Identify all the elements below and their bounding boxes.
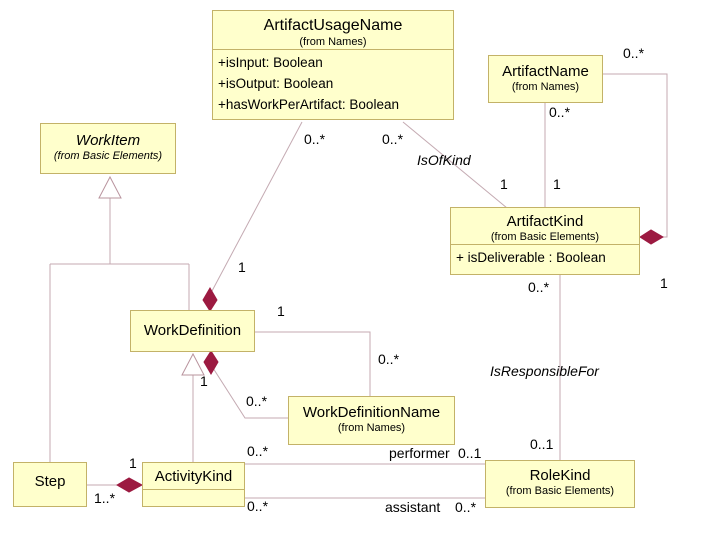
class-package: (from Basic Elements) xyxy=(53,150,163,162)
multiplicity-label: 0..* xyxy=(378,351,400,367)
multiplicity-label: 1 xyxy=(500,176,508,192)
class-title: RoleKind xyxy=(529,467,591,484)
class-package: (from Basic Elements) xyxy=(505,485,615,497)
association-name-isofkind: IsOfKind xyxy=(417,152,471,168)
association-name-isresponsiblefor: IsResponsibleFor xyxy=(490,363,599,379)
class-package: (from Basic Elements) xyxy=(490,231,600,243)
class-title: WorkDefinition xyxy=(143,322,242,339)
class-attribute: +isOutput: Boolean xyxy=(218,76,334,91)
multiplicity-label: 1 xyxy=(277,303,285,319)
class-title: ArtifactKind xyxy=(506,213,584,230)
class-work-definition: WorkDefinition xyxy=(130,310,255,352)
class-work-definition-name: WorkDefinitionName (from Names) xyxy=(288,396,455,445)
class-artifact-kind: ArtifactKind (from Basic Elements) + isD… xyxy=(450,207,640,275)
class-package: (from Names) xyxy=(337,422,406,434)
empty-attribute-compartment xyxy=(143,489,244,506)
class-package: (from Names) xyxy=(299,36,367,48)
class-work-item: WorkItem (from Basic Elements) xyxy=(40,123,176,174)
class-attribute: +isInput: Boolean xyxy=(218,55,323,70)
multiplicity-label: 1 xyxy=(553,176,561,192)
class-attribute: +hasWorkPerArtifact: Boolean xyxy=(218,97,399,112)
composition-diamond-activitykind-step xyxy=(116,477,144,493)
multiplicity-label: 0..* xyxy=(455,499,477,515)
class-activity-kind: ActivityKind xyxy=(142,462,245,507)
class-artifact-name: ArtifactName (from Names) xyxy=(488,55,603,103)
multiplicity-label: 0..* xyxy=(246,393,268,409)
multiplicity-label: 1 xyxy=(129,455,137,471)
class-title: Step xyxy=(34,473,66,490)
edge-workdef-usage xyxy=(211,121,303,292)
class-title: ArtifactUsageName xyxy=(263,17,403,34)
composition-diamond-workdef-usage xyxy=(202,287,218,312)
edge-workdef-comp-defname xyxy=(212,367,288,419)
class-attribute: + isDeliverable : Boolean xyxy=(456,250,606,265)
multiplicity-label: 1 xyxy=(238,259,246,275)
multiplicity-label: 0..* xyxy=(623,45,645,61)
class-artifact-usage-name: ArtifactUsageName (from Names) +isInput:… xyxy=(212,10,454,120)
edge-workdef-defname-assoc xyxy=(255,331,371,396)
multiplicity-label: 0..* xyxy=(247,443,269,459)
multiplicity-label: 1 xyxy=(200,373,208,389)
multiplicity-label: 0..1 xyxy=(458,445,482,461)
class-title: WorkItem xyxy=(75,132,141,149)
multiplicity-label: 0..* xyxy=(382,131,404,147)
multiplicity-label: 0..1 xyxy=(530,436,554,452)
generalization-triangle-workdefinition xyxy=(181,352,205,376)
multiplicity-label: 0..* xyxy=(549,104,571,120)
role-name-performer: performer xyxy=(389,445,450,461)
class-role-kind: RoleKind (from Basic Elements) xyxy=(485,460,635,508)
class-title: ArtifactName xyxy=(502,63,589,80)
role-name-assistant: assistant xyxy=(385,499,441,515)
multiplicity-label: 0..* xyxy=(304,131,326,147)
composition-diamond-artifactkind-artifactname xyxy=(639,229,664,245)
multiplicity-label: 1 xyxy=(660,275,668,291)
multiplicity-label: 0..* xyxy=(247,498,269,514)
class-title: ActivityKind xyxy=(154,468,233,485)
multiplicity-label: 0..* xyxy=(528,279,550,295)
class-package: (from Names) xyxy=(511,81,580,93)
edge-isofkind xyxy=(402,121,508,209)
edge-artifactkind-comp-artifactname xyxy=(603,73,668,238)
class-title: WorkDefinitionName xyxy=(302,404,441,421)
multiplicity-label: 1..* xyxy=(94,490,116,506)
composition-diamond-workdef-defname xyxy=(203,350,219,375)
generalization-triangle-workitem xyxy=(98,175,122,199)
class-step: Step xyxy=(13,462,87,507)
